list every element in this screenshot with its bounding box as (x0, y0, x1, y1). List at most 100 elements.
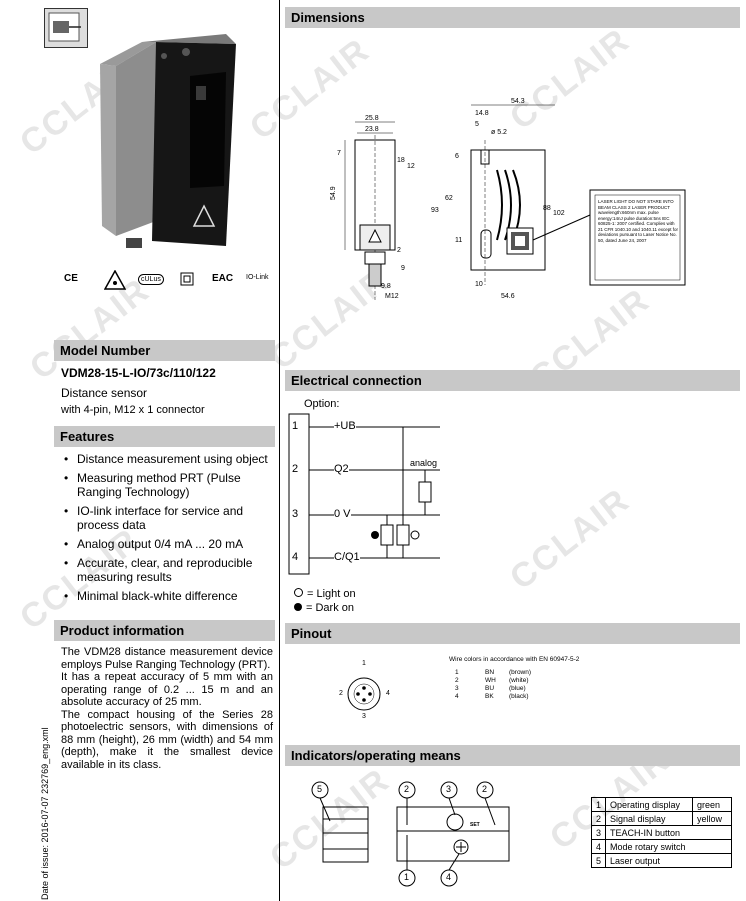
dim-label: 9.8 (381, 283, 391, 290)
connector-pin-label: 3 (362, 713, 366, 720)
pin-number: 1 (292, 420, 299, 432)
dim-label: 6 (455, 153, 459, 160)
pin-number: 2 (292, 463, 299, 475)
dim-label: 18 (397, 157, 405, 164)
product-paragraph: The compact housing of the Series 28 pho… (61, 708, 273, 771)
wire-num: 4 (455, 693, 459, 700)
class-icon (180, 272, 194, 286)
indicator-label: TEACH-IN button (605, 825, 733, 840)
dim-label: 7 (337, 150, 341, 157)
filled-circle-icon (294, 603, 302, 611)
feature-item: Minimal black-white difference (61, 589, 271, 603)
callout-number: 3 (446, 784, 452, 794)
wire-code: BU (485, 685, 495, 692)
dim-label: 9 (401, 265, 405, 272)
electrical-option-label: Option: (304, 398, 340, 410)
pin-label: 0 V (334, 508, 351, 520)
dim-label: 62 (445, 195, 453, 202)
features-list: Distance measurement using object Measur… (61, 452, 271, 608)
callout-number: 4 (446, 872, 452, 882)
product-photo (86, 26, 236, 251)
connector-pin-label: 4 (386, 690, 390, 697)
wire-code: BN (485, 669, 495, 676)
pin-number: 4 (292, 551, 299, 563)
dim-label: 25.8 (365, 115, 379, 122)
callout-number: 2 (482, 784, 488, 794)
io-link-mark: IO-Link (246, 274, 269, 281)
indicator-label: Operating display (605, 797, 694, 812)
dim-label: 10 (475, 281, 483, 288)
wire-color: (black) (509, 693, 529, 700)
feature-item: Distance measurement using object (61, 452, 271, 466)
model-number: VDM28-15-L-IO/73c/110/122 (61, 366, 216, 380)
issue-date-note: Date of issue: 2016-07-07 232769_eng.xml (40, 727, 50, 900)
laser-label-text: LASER LIGHT DO NOT STARE INTO BEAM CLASS… (598, 199, 678, 243)
indicator-num: 2 (590, 811, 607, 826)
dimensions-drawing: 25.8 23.8 54.9 7 18 12 2 9 9.8 M12 54.3 … (285, 30, 740, 360)
legend-light: = Light on (294, 588, 356, 600)
wire-color: (brown) (509, 669, 532, 676)
indicator-num: 5 (590, 853, 607, 868)
callout-number: 2 (404, 784, 410, 794)
indicator-label: Signal display (605, 811, 694, 826)
indicator-num: 3 (590, 825, 607, 840)
ce-mark: CE (64, 273, 78, 284)
pin-number: 3 (292, 508, 299, 520)
indicator-color: green (692, 797, 733, 812)
analog-label: analog (410, 458, 438, 468)
indicator-num: 4 (590, 839, 607, 854)
dim-label: ø 5.2 (491, 129, 507, 136)
dim-label: 12 (407, 163, 415, 170)
dim-label: 102 (553, 210, 565, 217)
electrical-diagram (285, 410, 485, 580)
dim-label: 93 (431, 207, 439, 214)
product-icon (44, 8, 88, 48)
dim-label: 54.9 (330, 186, 337, 200)
indicator-label: Mode rotary switch (605, 839, 733, 854)
dim-label: 54.6 (501, 293, 515, 300)
wire-row: 3 BU (blue) (455, 685, 531, 693)
pin-label: C/Q1 (334, 551, 360, 563)
feature-item: Measuring method PRT (Pulse Ranging Tech… (61, 471, 271, 499)
legend-light-label: = Light on (307, 588, 356, 600)
dim-label: 11 (455, 237, 462, 244)
wire-num: 2 (455, 677, 459, 684)
model-connector: with 4-pin, M12 x 1 connector (61, 404, 205, 416)
callout-number: 5 (317, 784, 323, 794)
wire-num: 1 (455, 669, 459, 676)
wire-num: 3 (455, 685, 459, 692)
pin-label: +UB (334, 420, 356, 432)
open-circle-icon (294, 588, 303, 597)
dim-label: 2 (397, 247, 401, 254)
indicator-num: 1 (590, 797, 607, 812)
watermark: CCLAIR (502, 480, 637, 598)
connector-pin-label: 2 (339, 690, 343, 697)
column-divider (279, 0, 280, 901)
wire-color: (white) (509, 677, 529, 684)
dim-label: M12 (385, 293, 399, 300)
feature-item: Accurate, clear, and reproducible measur… (61, 556, 271, 584)
set-label: SET (470, 822, 480, 828)
wire-row: 1 BN (brown) (455, 669, 531, 677)
indicators-heading: Indicators/operating means (285, 745, 740, 766)
laser-warning-icon (104, 270, 126, 290)
dim-label: 88 (543, 205, 551, 212)
feature-item: IO-link interface for service and proces… (61, 504, 271, 532)
wire-color: (blue) (509, 685, 526, 692)
pin-label: Q2 (334, 463, 349, 475)
legend-dark-label: = Dark on (306, 602, 354, 614)
dimensions-heading: Dimensions (285, 7, 740, 28)
dim-label: 23.8 (365, 126, 379, 133)
pinout-heading: Pinout (285, 623, 740, 644)
feature-item: Analog output 0/4 mA ... 20 mA (61, 537, 271, 551)
indicator-color: yellow (692, 811, 733, 826)
indicators-drawing (285, 775, 515, 895)
